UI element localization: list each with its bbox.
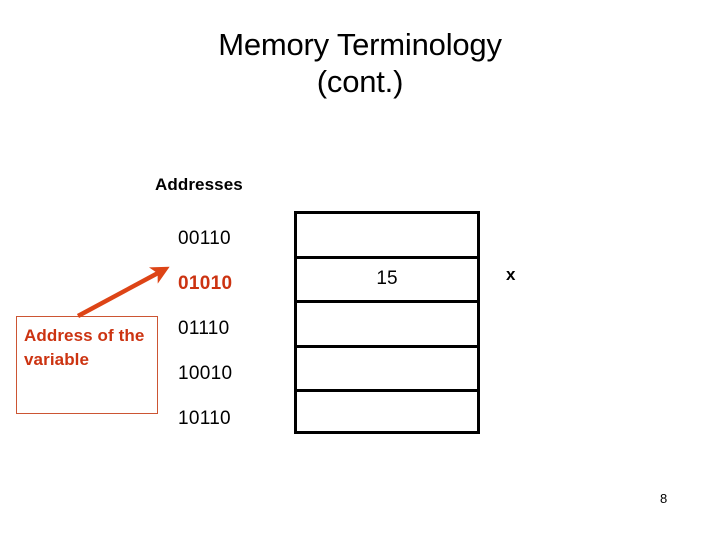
address-item: 00110 xyxy=(178,228,231,249)
memory-cell-table: 15 xyxy=(294,211,480,434)
page-number: 8 xyxy=(660,491,668,506)
page-title: Memory Terminology (cont.) xyxy=(60,26,660,100)
memory-cell-row xyxy=(297,348,477,393)
memory-cell-row xyxy=(297,392,477,437)
address-item: 01110 xyxy=(178,318,230,339)
address-item-highlighted: 01010 xyxy=(178,273,233,294)
callout-text: Address of the variable xyxy=(24,326,145,369)
callout-arrow-icon xyxy=(76,266,170,318)
addresses-header: Addresses xyxy=(155,175,243,194)
callout-box: Address of the variable xyxy=(16,316,158,414)
variable-name-label: x xyxy=(506,265,516,284)
memory-cell-value: 15 xyxy=(376,268,398,290)
memory-cell-row xyxy=(297,303,477,348)
addresses-list: 00110 01010 01110 10010 10110 xyxy=(178,216,298,441)
memory-cell-row: 15 xyxy=(297,259,477,304)
title-line-1: Memory Terminology xyxy=(218,27,502,62)
address-item: 10010 xyxy=(178,363,233,384)
address-item: 10110 xyxy=(178,408,231,429)
title-line-2: (cont.) xyxy=(316,64,404,99)
memory-cell-row xyxy=(297,214,477,259)
